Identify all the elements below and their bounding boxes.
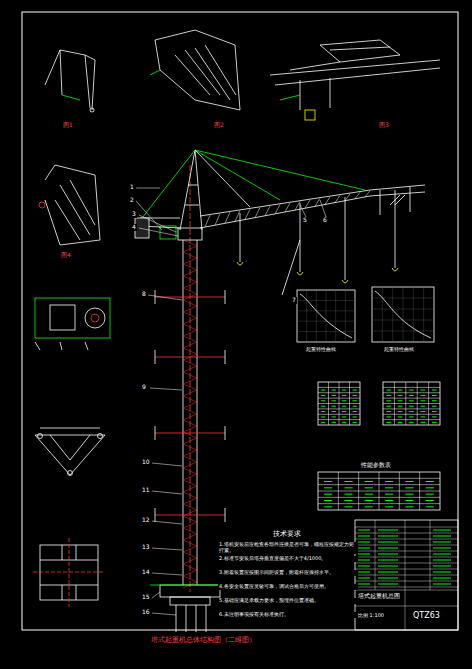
- tower-crane: [135, 150, 425, 592]
- note-text: 4.各安全装置应灵敏可靠，调试合格后方可使用。: [218, 584, 358, 590]
- callout-number: 10: [141, 459, 151, 466]
- callout-number: 7: [291, 297, 297, 304]
- note-text: 6.未注明事项按有关标准执行。: [218, 612, 358, 618]
- load-chart-1: [297, 290, 355, 342]
- cab-plan: [35, 298, 110, 350]
- drawing-label: 起重特性曲线: [383, 347, 415, 353]
- title-block: [355, 520, 458, 630]
- callout-number: 11: [141, 487, 151, 494]
- note-text: 1.塔机安装前应检查各部件连接是否可靠，螺栓应按规定力矩拧紧。: [218, 542, 358, 554]
- drawing-label: 图2: [213, 122, 225, 129]
- callout-number: 2: [129, 197, 135, 204]
- foundation: [150, 585, 230, 632]
- parameter-tables: [318, 382, 440, 510]
- callout-number: 13: [141, 544, 151, 551]
- note-text: 3.附着装置应按图示间距设置，附着杆应保持水平。: [218, 570, 358, 576]
- callout-number: 8: [141, 291, 147, 298]
- drawing-label: 图1: [62, 122, 74, 129]
- callout-number: 15: [141, 594, 151, 601]
- mast-section: [33, 538, 105, 607]
- drawing-label: 技术要求: [272, 530, 302, 538]
- detail-sketch-4: [39, 165, 100, 245]
- callout-number: 16: [141, 609, 151, 616]
- callout-number: 5: [302, 217, 308, 224]
- drawing-label: 比例 1:100: [357, 613, 385, 619]
- drawing-caption: 塔式起重机总体结构图（二维图）: [150, 636, 257, 644]
- drawing-label: 图4: [60, 252, 72, 259]
- callout-number: 9: [141, 384, 147, 391]
- detail-sketch-2: [150, 30, 240, 110]
- drawing-label: 图3: [378, 122, 390, 129]
- note-text: 2.标准节安装后塔身垂直度偏差不大于4/1000。: [218, 556, 358, 562]
- wall-ties: [155, 290, 225, 522]
- drawing-label: 塔式起重机总图: [357, 593, 401, 600]
- drawing-label: 起重特性曲线: [305, 347, 337, 353]
- callout-number: 4: [131, 224, 137, 231]
- jib-section: [35, 428, 105, 476]
- callout-number: 14: [141, 569, 151, 576]
- drawing-label: 性能参数表: [360, 462, 392, 469]
- detail-sketch-1: [45, 50, 95, 112]
- drawing-label: QTZ63: [412, 611, 441, 620]
- load-chart-2: [372, 287, 434, 342]
- note-text: 5.基础应满足承载力要求，预埋件位置准确。: [218, 598, 358, 604]
- callout-number: 12: [141, 517, 151, 524]
- detail-sketch-3: [270, 40, 440, 120]
- callout-number: 3: [131, 211, 137, 218]
- callout-number: 6: [322, 217, 328, 224]
- callout-number: 1: [129, 184, 135, 191]
